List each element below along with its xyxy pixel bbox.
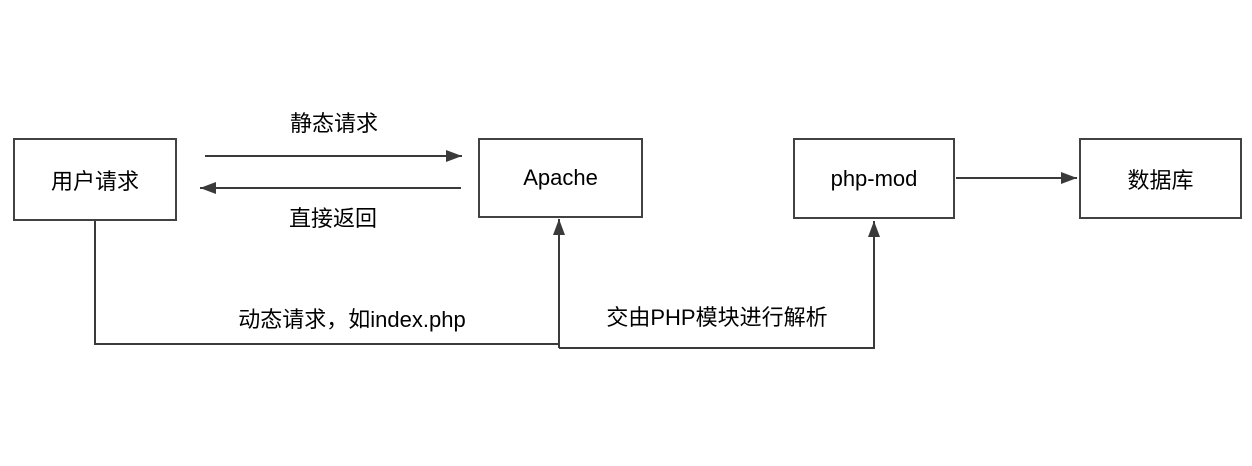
node-php-mod: php-mod bbox=[793, 138, 955, 219]
edge-label-direct-return: 直接返回 bbox=[288, 205, 378, 233]
node-database-label: 数据库 bbox=[1127, 167, 1194, 193]
node-php-mod-label: php-mod bbox=[830, 165, 918, 191]
node-apache-label: Apache bbox=[523, 165, 598, 190]
node-user-request: 用户请求 bbox=[13, 138, 177, 221]
node-database: 数据库 bbox=[1079, 138, 1242, 219]
edge-php-module-parse-arrow bbox=[559, 221, 880, 349]
edge-dynamic-request-line bbox=[94, 221, 559, 345]
edge-label-static-request: 静态请求 bbox=[289, 110, 379, 138]
node-user-request-label: 用户请求 bbox=[50, 168, 139, 194]
node-apache: Apache bbox=[478, 138, 643, 218]
edge-label-php-module-parse: 交由PHP模块进行解析 bbox=[606, 304, 828, 332]
edge-label-dynamic-request: 动态请求，如index.php bbox=[238, 306, 466, 334]
